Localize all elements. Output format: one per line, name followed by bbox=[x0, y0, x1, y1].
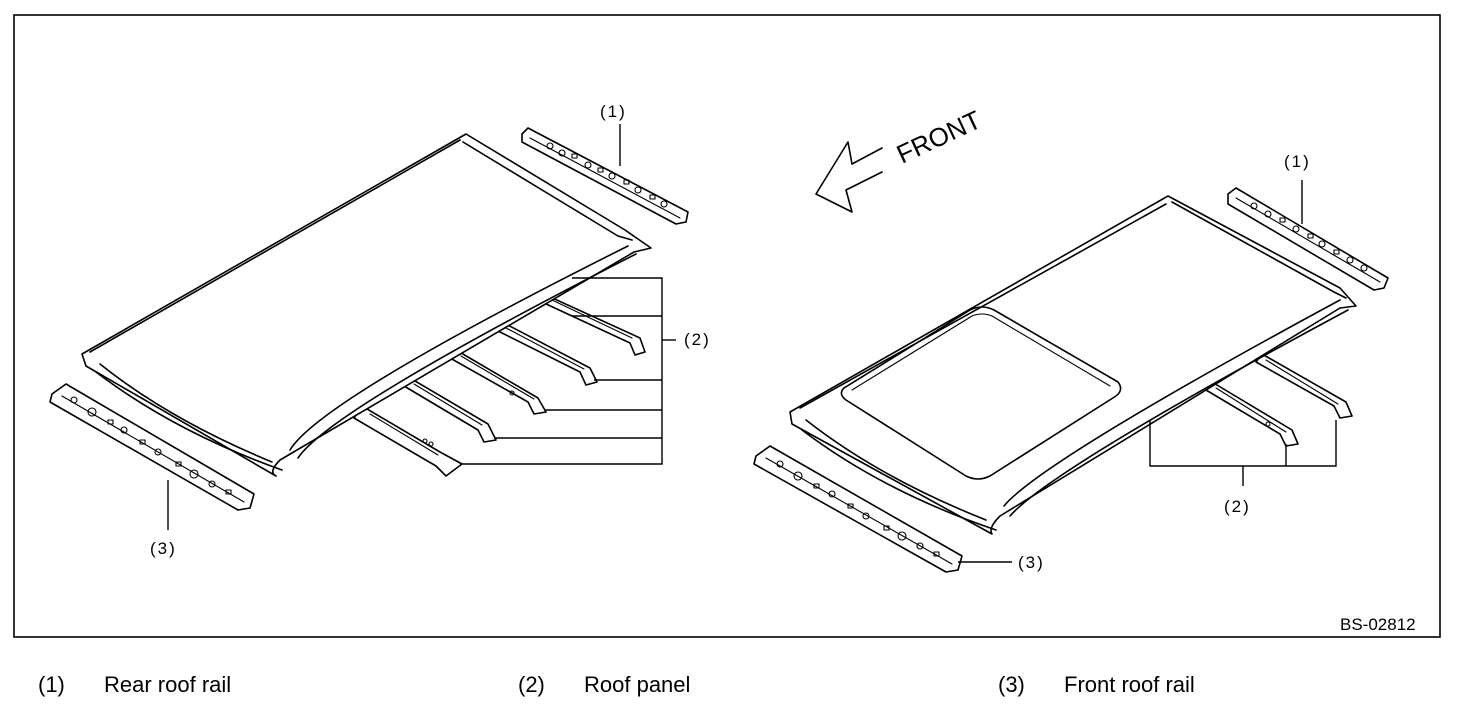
roof-diagram: FRONT bbox=[13, 14, 1441, 638]
legend-text: Front roof rail bbox=[1064, 672, 1195, 697]
left-front-roof-rail bbox=[49, 383, 255, 511]
right-front-roof-rail bbox=[753, 445, 963, 573]
callout-left-front-rail: (3) bbox=[150, 539, 177, 558]
left-roof-panel bbox=[81, 133, 652, 477]
callout-right-roof-panel: (2) bbox=[1224, 497, 1251, 516]
right-rear-roof-rail bbox=[1227, 187, 1389, 291]
left-roof-assembly bbox=[49, 124, 689, 530]
callout-left-rear-rail: (1) bbox=[600, 102, 627, 121]
legend-text: Rear roof rail bbox=[104, 672, 232, 697]
callout-right-rear-rail: (1) bbox=[1284, 152, 1311, 171]
sunroof-opening bbox=[840, 306, 1122, 480]
callout-left-roof-panel: (2) bbox=[684, 330, 711, 349]
left-rear-roof-rail bbox=[521, 127, 689, 225]
figure-frame bbox=[13, 14, 1441, 638]
legend: (1) Rear roof rail (2) Roof panel (3) Fr… bbox=[0, 672, 1472, 712]
figure-code: BS-02812 bbox=[1340, 615, 1416, 634]
callout-right-front-rail: (3) bbox=[1018, 553, 1045, 572]
left-roof-bows bbox=[353, 295, 646, 477]
legend-number: (1) bbox=[38, 672, 65, 697]
front-arrow-icon bbox=[815, 141, 883, 213]
legend-number: (2) bbox=[518, 672, 545, 697]
right-roof-panel bbox=[789, 195, 1357, 535]
legend-text: Roof panel bbox=[584, 672, 691, 697]
legend-number: (3) bbox=[998, 672, 1025, 697]
front-label: FRONT bbox=[892, 104, 986, 169]
right-roof-assembly bbox=[753, 180, 1389, 573]
